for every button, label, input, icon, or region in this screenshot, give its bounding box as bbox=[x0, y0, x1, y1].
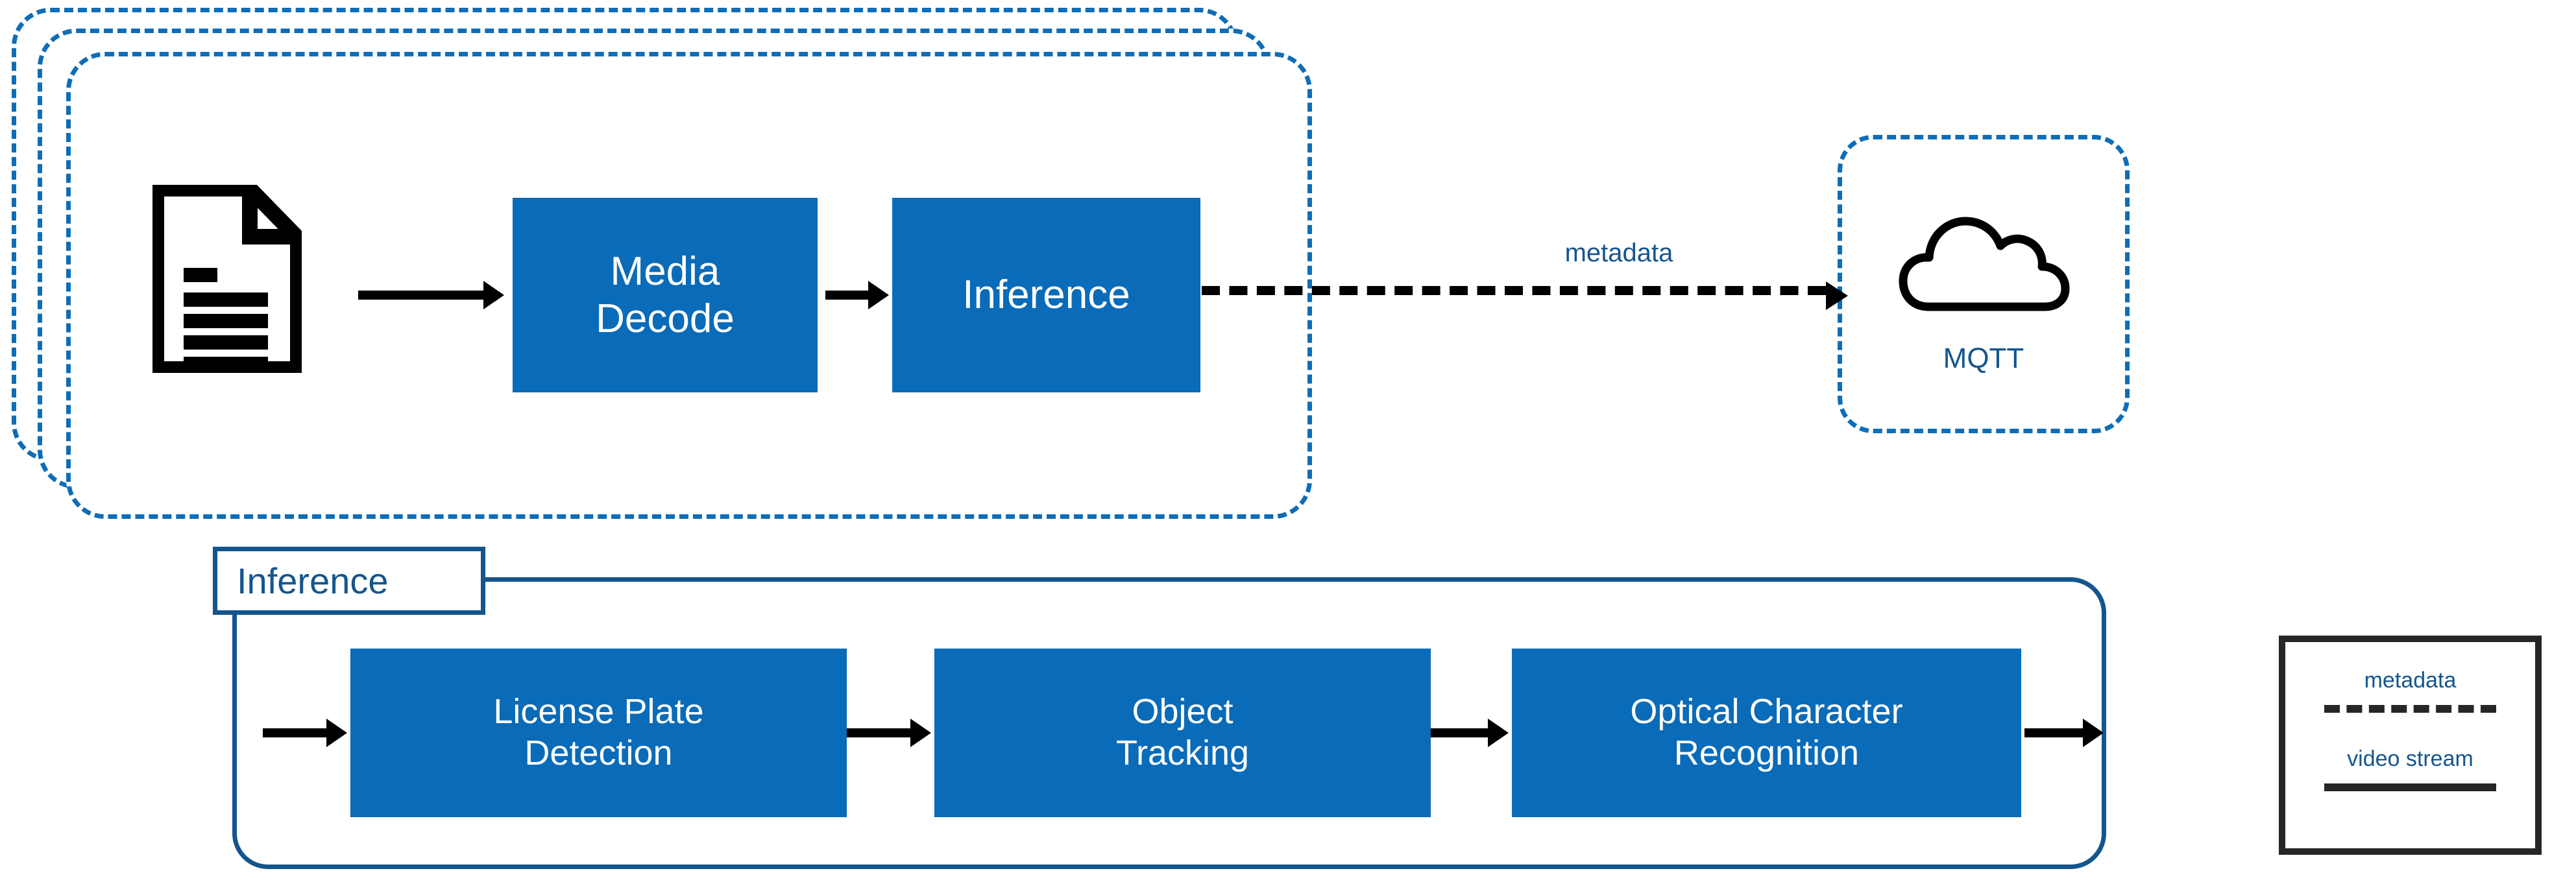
license-plate-detection-label-line1: License Plate bbox=[493, 692, 704, 732]
arrow-media-decode-to-inference bbox=[825, 291, 869, 300]
license-plate-detection-box[interactable]: License Plate Detection bbox=[350, 649, 847, 817]
cloud-icon bbox=[1898, 198, 2073, 315]
arrow-group-in-to-license-plate-detection bbox=[263, 728, 328, 737]
object-tracking-label-line1: Object bbox=[1132, 692, 1233, 732]
inference-group-tab-label: Inference bbox=[237, 560, 389, 601]
license-plate-detection-label-line2: Detection bbox=[524, 734, 673, 772]
optical-character-recognition-label-line2: Recognition bbox=[1673, 734, 1860, 772]
media-decode-label-line1: Media bbox=[610, 248, 720, 294]
legend-metadata-label: metadata bbox=[2364, 668, 2457, 693]
legend-video-stream-label: video stream bbox=[2347, 746, 2473, 771]
media-decode-label-line2: Decode bbox=[596, 296, 735, 341]
inference-box-label: Inference bbox=[962, 272, 1130, 318]
metadata-dashed-arrow bbox=[1202, 281, 1848, 310]
legend-item-video-stream: video stream bbox=[2285, 713, 2535, 791]
optical-character-recognition-box[interactable]: Optical Character Recognition bbox=[1512, 649, 2021, 817]
document-icon bbox=[149, 181, 306, 377]
metadata-edge-label: metadata bbox=[1564, 239, 1673, 267]
arrow-license-plate-detection-to-object-tracking bbox=[847, 728, 912, 737]
inference-box[interactable]: Inference bbox=[892, 198, 1200, 392]
optical-character-recognition-label-line1: Optical Character bbox=[1630, 692, 1903, 732]
object-tracking-label-line2: Tracking bbox=[1115, 734, 1250, 772]
legend-item-metadata: metadata bbox=[2285, 642, 2535, 713]
object-tracking-box[interactable]: Object Tracking bbox=[934, 649, 1431, 817]
mqtt-card bbox=[1838, 135, 2130, 433]
inference-group-tab[interactable]: Inference bbox=[213, 547, 485, 615]
mqtt-label: MQTT bbox=[1943, 342, 2024, 374]
legend-metadata-dashed-line bbox=[2324, 705, 2496, 713]
arrow-ocr-to-group-out bbox=[2024, 728, 2084, 737]
arrow-source-to-media-decode bbox=[358, 291, 485, 300]
arrow-object-tracking-to-ocr bbox=[1431, 728, 1489, 737]
legend-video-stream-solid-line bbox=[2324, 783, 2496, 791]
media-decode-box[interactable]: Media Decode bbox=[513, 198, 818, 392]
legend-box: metadata video stream bbox=[2279, 636, 2542, 855]
